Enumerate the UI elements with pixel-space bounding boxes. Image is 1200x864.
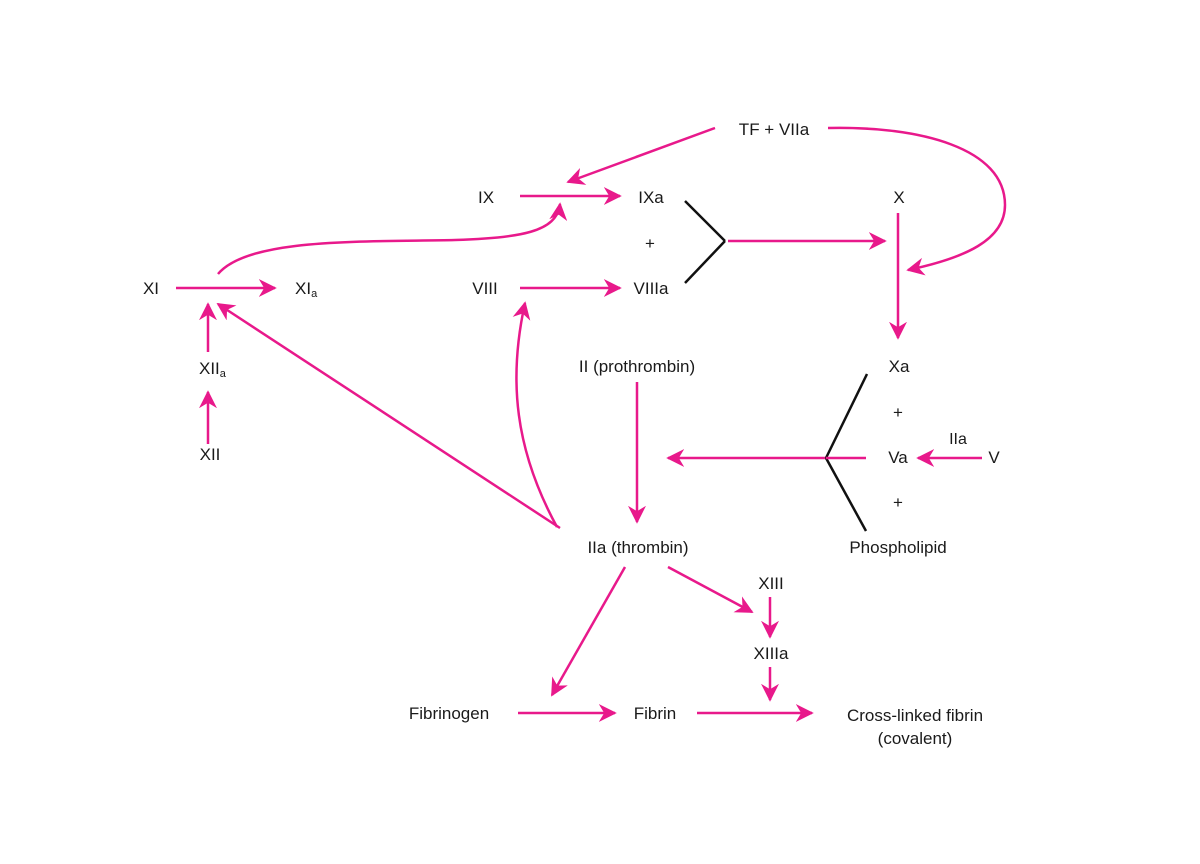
junction-ixa-viiia-upper: [684, 200, 726, 242]
arrow-iia-to-viii: [512, 301, 559, 528]
node-fibrinogen: Fibrinogen: [408, 704, 490, 723]
node-iia-activator: IIa: [949, 431, 967, 448]
node-iia-thrombin: IIa (thrombin): [587, 538, 689, 557]
junction-ixa-viiia-lower: [684, 240, 726, 284]
junction-xa-va-lower: [824, 457, 868, 532]
junction-xa-va-upper: [824, 373, 869, 459]
node-xia-subscript: a: [311, 288, 318, 300]
node-xa: Xa: [888, 357, 910, 376]
node-ixa: IXa: [638, 188, 664, 207]
node-x: X: [893, 188, 905, 207]
node-ii-prothrombin: II (prothrombin): [578, 357, 696, 376]
node-xia: XIa: [295, 280, 317, 300]
node-xii: XII: [199, 445, 221, 464]
node-xiia-label: XII: [199, 359, 220, 378]
node-xiiia: XIIIa: [753, 644, 789, 663]
node-viii: VIII: [472, 279, 498, 298]
node-fibrin: Fibrin: [633, 704, 677, 723]
junctions-layer: [684, 200, 869, 532]
arrow-iia-to-fibrinogen: [550, 566, 627, 697]
node-v: V: [988, 448, 1000, 467]
plus-xa-va: +: [893, 403, 903, 422]
arrow-iia-to-xi: [216, 302, 561, 530]
crosslinked-line1: Cross-linked fibrin: [846, 706, 984, 725]
arrow-xia-to-ix-conversion: [217, 202, 568, 275]
node-tf-viia: TF + VIIa: [738, 120, 810, 139]
node-crosslinked-fibrin: Cross-linked fibrin (covalent): [847, 705, 983, 751]
arrow-tfviia-to-x: [827, 126, 1007, 276]
node-xiii: XIII: [758, 574, 784, 593]
node-phospholipid: Phospholipid: [849, 538, 947, 557]
node-xia-label: XI: [295, 279, 312, 298]
node-xiia-subscript: a: [219, 368, 226, 380]
node-xiia: XIIa: [199, 360, 226, 380]
node-va: Va: [888, 448, 908, 467]
arrow-iia-to-xiiia: [667, 565, 754, 614]
node-viiia: VIIIa: [633, 279, 669, 298]
crosslinked-line2: (covalent): [877, 728, 953, 748]
node-xi: XI: [142, 279, 160, 298]
plus-ixa-viiia: +: [645, 234, 655, 253]
plus-va-phospholipid: +: [893, 493, 903, 512]
arrows-layer: [176, 126, 1007, 722]
node-ix: IX: [477, 188, 495, 207]
arrow-tfviia-to-ix: [566, 126, 716, 185]
